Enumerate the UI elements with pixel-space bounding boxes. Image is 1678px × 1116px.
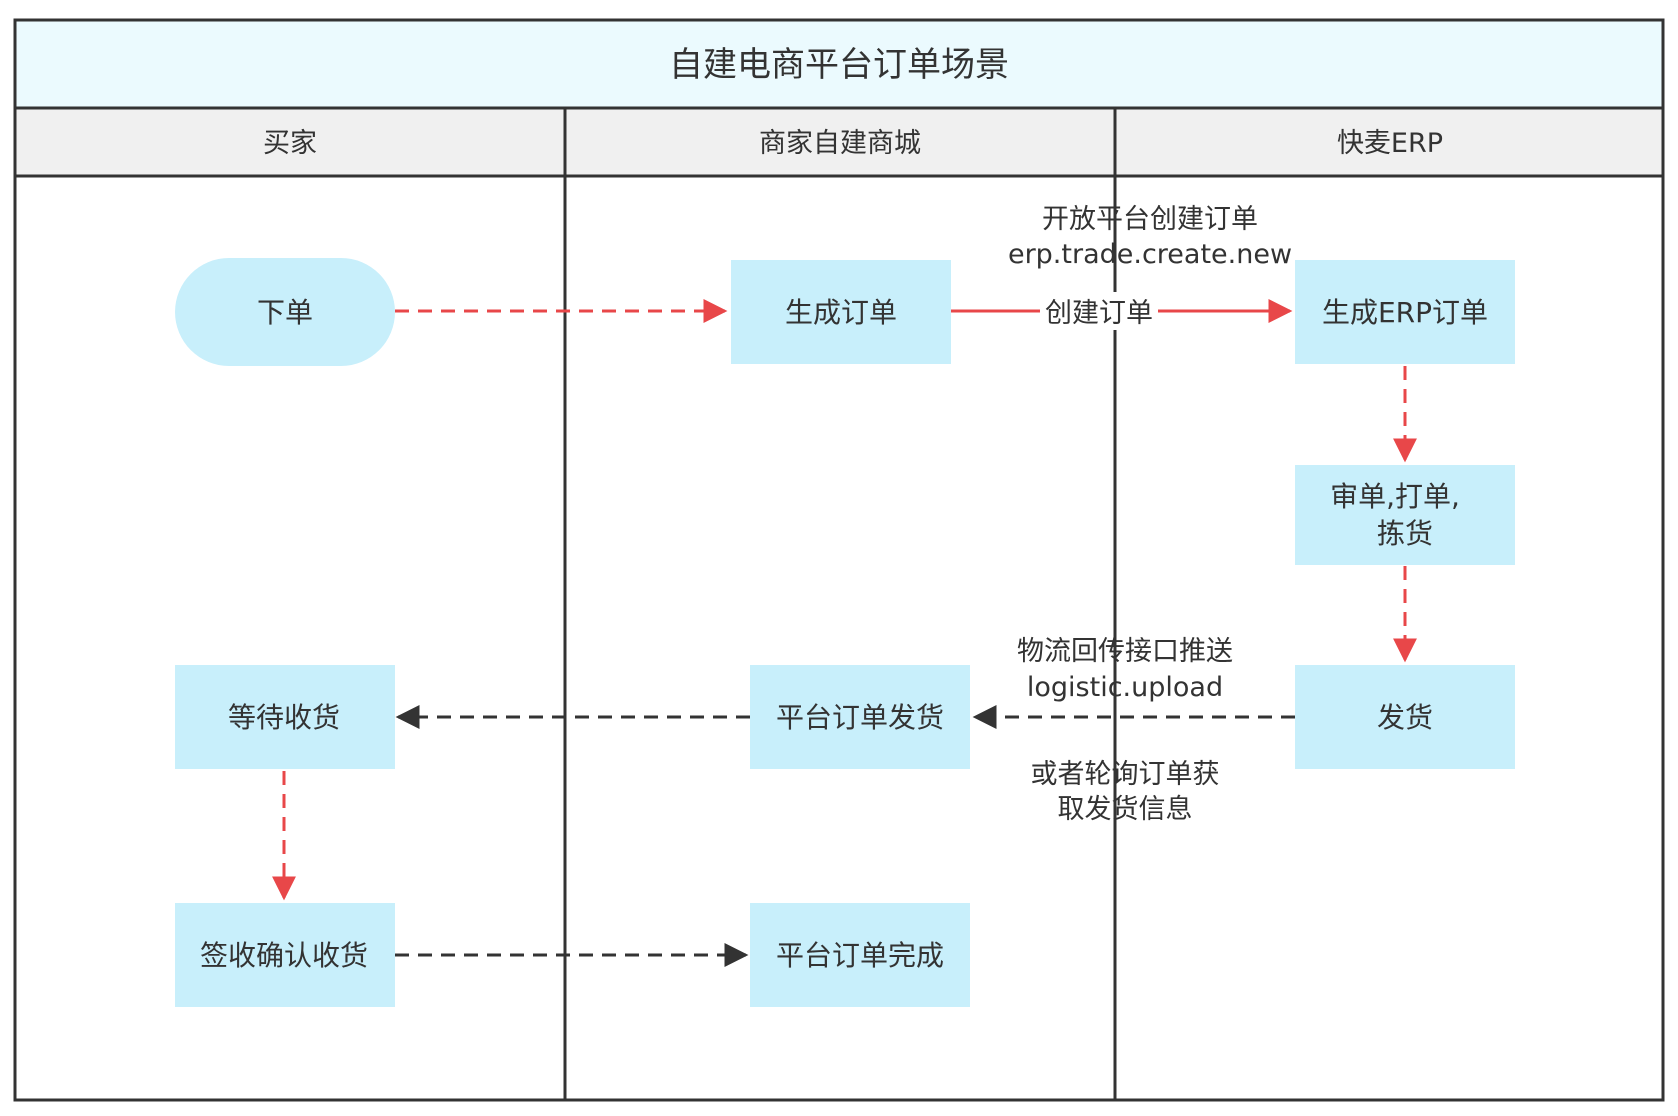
edge-label-poll-2: 取发货信息 — [1058, 794, 1193, 825]
edge-label-logistic-push: 物流回传接口推送 — [1017, 636, 1233, 667]
node-place-order-label: 下单 — [257, 296, 313, 329]
node-platform-ship — [750, 665, 970, 769]
edge-label-create-order-bg — [1040, 292, 1158, 330]
node-sign-confirm-label: 签收确认收货 — [200, 939, 368, 972]
node-review-print-pick — [1295, 465, 1515, 565]
lane-header-bar — [13, 106, 1665, 178]
node-sign-confirm — [175, 903, 395, 1007]
diagram-title: 自建电商平台订单场景 — [669, 45, 1009, 85]
node-generate-erp-order-label: 生成ERP订单 — [1322, 296, 1488, 329]
node-ship-label: 发货 — [1377, 701, 1433, 734]
node-wait-receive — [175, 665, 395, 769]
node-platform-complete-label: 平台订单完成 — [776, 939, 944, 972]
node-review-print-pick-label-2: 拣货 — [1377, 517, 1433, 550]
node-platform-ship-label: 平台订单发货 — [776, 701, 944, 734]
node-platform-complete — [750, 903, 970, 1007]
node-place-order — [175, 258, 395, 366]
node-review-print-pick-label-1: 审单,打单, — [1330, 480, 1460, 513]
lane-header-buyer: 买家 — [263, 128, 317, 159]
edge-label-api-create: erp.trade.create.new — [1008, 239, 1292, 270]
edge-label-logistic-api: logistic.upload — [1027, 672, 1223, 703]
node-wait-receive-label: 等待收货 — [228, 701, 340, 734]
title-header — [13, 18, 1665, 110]
edge-label-create-order: 创建订单 — [1045, 298, 1153, 329]
lane-header-erp: 快麦ERP — [1337, 128, 1443, 159]
edge-label-open-platform: 开放平台创建订单 — [1042, 204, 1258, 235]
node-ship — [1295, 665, 1515, 769]
lane-header-mall: 商家自建商城 — [759, 128, 921, 159]
node-generate-order — [731, 260, 951, 364]
edge-label-poll-1: 或者轮询订单获 — [1031, 759, 1220, 790]
node-generate-erp-order — [1295, 260, 1515, 364]
node-generate-order-label: 生成订单 — [785, 296, 897, 329]
